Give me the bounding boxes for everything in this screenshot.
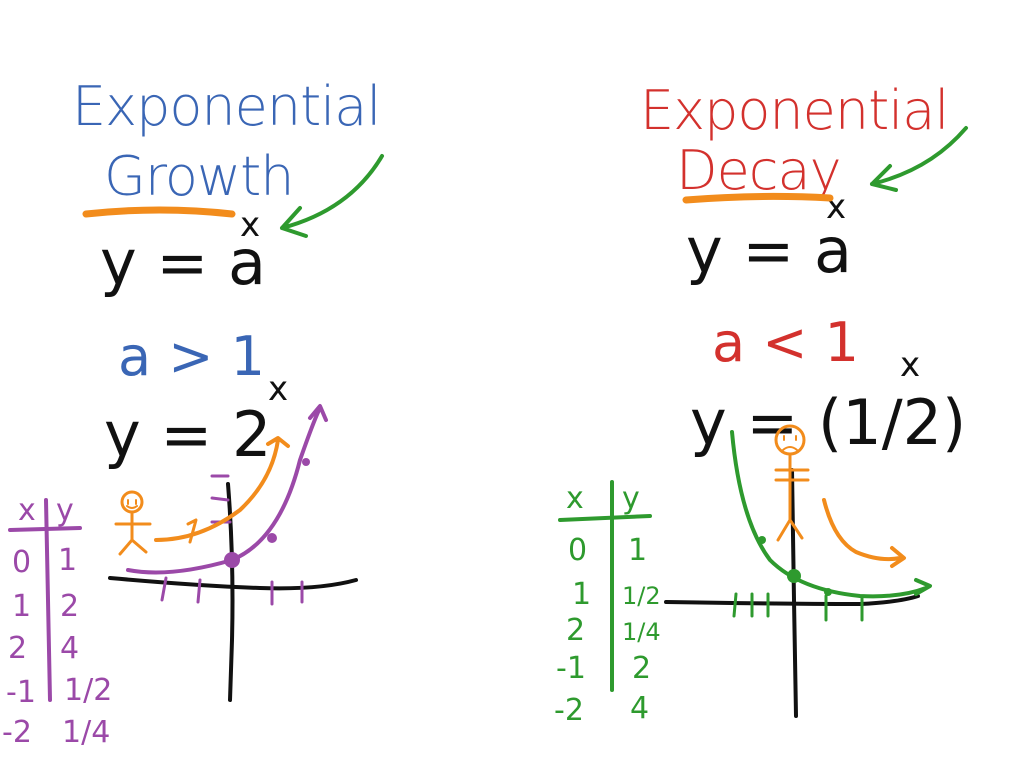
growth-table-x: -1 <box>6 675 36 710</box>
decay-general-equation: y = a <box>686 214 853 287</box>
decay-example-equation: y = (1/2) <box>690 386 967 459</box>
decay-table-x: 1 <box>572 577 592 612</box>
decay-curve-arrowhead-icon <box>914 578 932 596</box>
decay-table-hline <box>558 514 652 522</box>
growth-example-equation: y = 2 <box>104 398 272 471</box>
growth-table-header-y: y <box>56 493 74 528</box>
decay-table-header-x: x <box>566 481 584 516</box>
growth-point <box>267 533 277 543</box>
growth-general-equation: y = a <box>100 226 267 299</box>
decay-pointer-arrow-icon <box>870 126 968 192</box>
decay-table-y: 1 <box>628 533 648 568</box>
decay-point <box>758 536 766 544</box>
decay-example-exponent: x <box>900 345 921 385</box>
decay-point <box>824 588 832 596</box>
decay-x-axis <box>664 594 920 606</box>
growth-table-x: 1 <box>12 589 32 624</box>
growth-general-exponent: x <box>240 205 261 245</box>
growth-table-y: 1/4 <box>62 715 111 750</box>
growth-table-y: 1 <box>58 543 78 578</box>
growth-title-line1: Exponential <box>72 75 381 138</box>
decay-table-y: 1/2 <box>622 582 661 610</box>
growth-table-x: 0 <box>12 545 32 580</box>
growth-curve-arrowhead-icon <box>308 404 328 422</box>
growth-ticks <box>160 474 304 606</box>
growth-table-y: 2 <box>60 589 80 624</box>
growth-curve <box>126 406 322 575</box>
decay-y-axis <box>790 468 798 718</box>
growth-title-line2: Growth <box>104 145 294 208</box>
growth-table-y: 4 <box>60 631 80 666</box>
growth-condition: a > 1 <box>118 325 266 388</box>
decay-underline-highlight <box>682 192 834 204</box>
decay-title-line2: Decay <box>676 139 842 202</box>
growth-x-axis <box>108 576 358 591</box>
happy-stick-figure-icon <box>114 436 290 556</box>
decay-table-y: 4 <box>630 691 650 726</box>
sad-stick-figure-icon <box>774 424 906 568</box>
decay-table-x: 0 <box>568 533 588 568</box>
growth-table-vline <box>44 498 52 702</box>
decay-point <box>787 569 801 583</box>
growth-point <box>302 458 310 466</box>
decay-table-x: -1 <box>556 651 586 686</box>
decay-condition: a < 1 <box>712 311 860 374</box>
decay-table-y: 1/4 <box>622 618 661 646</box>
growth-point <box>224 552 240 568</box>
decay-table-header-y: y <box>622 481 640 516</box>
decay-table-x: 2 <box>566 613 586 648</box>
decay-ticks <box>732 592 864 622</box>
decay-title-line1: Exponential <box>640 79 949 142</box>
growth-underline-highlight <box>82 206 236 218</box>
growth-table-header-x: x <box>18 493 36 528</box>
growth-table-x: -2 <box>2 715 32 750</box>
decay-table-x: -2 <box>554 693 584 728</box>
growth-pointer-arrow-icon <box>280 154 384 238</box>
growth-table-x: 2 <box>8 631 28 666</box>
growth-table-y: 1/2 <box>64 673 113 708</box>
decay-table-y: 2 <box>632 651 652 686</box>
growth-example-exponent: x <box>268 369 289 409</box>
